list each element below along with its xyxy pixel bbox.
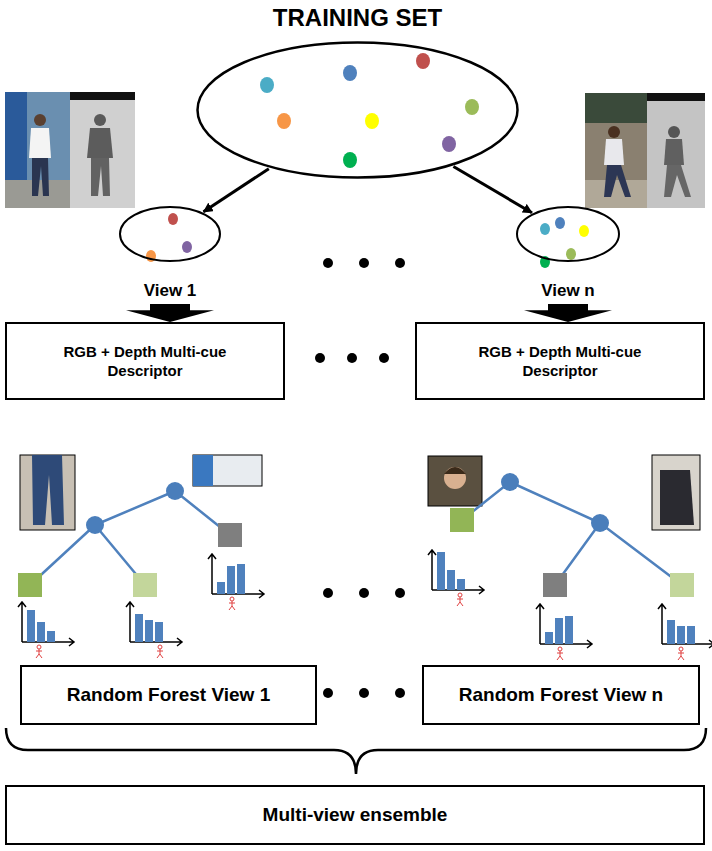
block-arrow (126, 304, 214, 322)
ellipse-outline (118, 205, 222, 263)
box-label: RGB + Depth Multi-cue Descriptor (477, 342, 643, 381)
process-box: Random Forest View 1 (20, 665, 317, 725)
arrow-connector (204, 169, 269, 212)
view-label: View 1 (118, 281, 222, 301)
process-box: RGB + Depth Multi-cue Descriptor (415, 322, 705, 400)
process-box: RGB + Depth Multi-cue Descriptor (5, 322, 285, 400)
ellipse-outline (195, 40, 520, 180)
dataset-title: TRAINING SET (195, 0, 520, 32)
block-arrow (524, 304, 612, 322)
view-ellipse: View 1 (118, 205, 222, 301)
process-box: Random Forest View n (422, 665, 700, 725)
decision-tree (450, 473, 694, 597)
dataset-ellipse: TRAINING SET (195, 0, 520, 180)
sample-dots (146, 53, 589, 268)
ellipse-outline (515, 205, 621, 263)
box-label: RGB + Depth Multi-cue Descriptor (62, 342, 228, 381)
box-label: Multi-view ensemble (263, 803, 448, 828)
decision-tree (18, 482, 242, 597)
rgbd-photo (5, 92, 135, 208)
curly-brace (6, 728, 706, 774)
class-histogram (18, 550, 712, 660)
view-ellipse: View n (515, 205, 621, 301)
process-box: Multi-view ensemble (5, 785, 705, 845)
box-label: Random Forest View n (459, 683, 663, 708)
arrow-connector (453, 167, 532, 213)
view-label: View n (515, 281, 621, 301)
ellipsis-dots (315, 258, 405, 698)
rgbd-photo (585, 93, 705, 208)
box-label: Random Forest View 1 (67, 683, 270, 708)
